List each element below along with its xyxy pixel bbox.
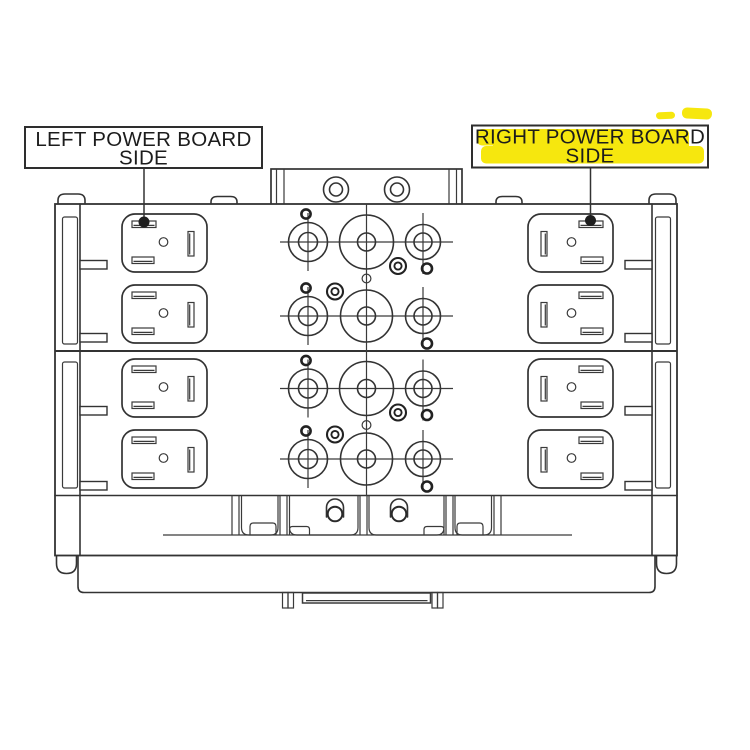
latch-foot [288, 525, 311, 535]
top-mounting-tab [270, 168, 463, 206]
right-callout: RIGHT POWER BOARD SIDE [471, 107, 712, 226]
rail-tab [624, 259, 653, 270]
power-outlet-left-1 [121, 213, 208, 273]
power-outlet-left-2 [121, 284, 208, 344]
rail-tab [79, 405, 108, 416]
device-body [54, 168, 678, 609]
rail-tab [624, 480, 653, 491]
highlight-smudge [681, 107, 712, 120]
power-outlet-right-3 [527, 358, 614, 418]
rail-foot [55, 554, 78, 575]
highlight-stroke [493, 134, 689, 158]
left-label-line2: SIDE [119, 147, 168, 170]
rail-tab [79, 259, 108, 270]
power-outlet-right-4 [527, 429, 614, 489]
top-bump [210, 195, 238, 206]
left-label-box [24, 126, 263, 169]
rail-tab [79, 480, 108, 491]
latch-foot [249, 522, 277, 535]
mounting-hole-icon [322, 176, 350, 203]
power-outlet-left-4 [121, 429, 208, 489]
bottom-band [163, 495, 572, 536]
left-label-line1: LEFT POWER BOARD [35, 128, 251, 151]
leader-dot-right [585, 215, 596, 226]
power-outlet-right-2 [527, 284, 614, 344]
latch-foot [456, 522, 484, 535]
mounting-hole-icon [383, 176, 411, 203]
screw-head-icon [390, 505, 408, 523]
screw-post [389, 498, 409, 518]
power-outlet-left-3 [121, 358, 208, 418]
bottom-connector [281, 591, 444, 609]
right-label-box [471, 124, 709, 169]
rail-tab [79, 332, 108, 343]
rail-foot [655, 554, 678, 575]
cable-tray [77, 554, 656, 594]
rail-tab [624, 332, 653, 343]
top-bump [57, 193, 86, 206]
top-bumps [57, 193, 677, 206]
screw-post [325, 498, 345, 518]
right-label-line1: RIGHT POWER BOARD [475, 126, 705, 149]
leader-dot-left [138, 216, 150, 228]
highlight-smudge [656, 111, 676, 120]
left-callout: LEFT POWER BOARD SIDE [24, 126, 263, 228]
power-outlet-right-1 [527, 213, 614, 273]
rail-tab [624, 405, 653, 416]
screw-head-icon [326, 505, 344, 523]
right-label-line2: SIDE [565, 145, 614, 168]
top-bump [648, 193, 677, 206]
top-bump [495, 195, 523, 206]
highlighter-marks [477, 107, 712, 164]
latch-foot [423, 525, 445, 535]
